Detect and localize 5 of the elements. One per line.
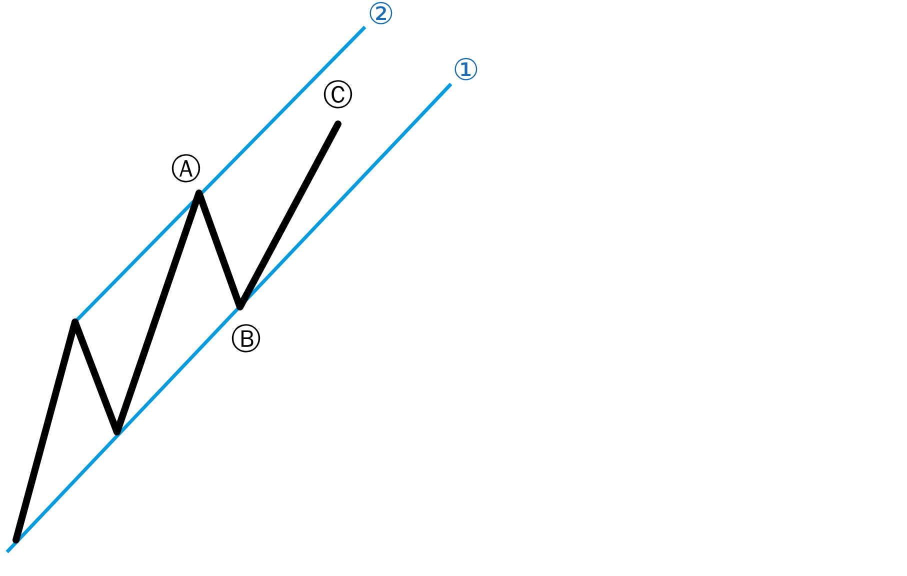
channel-number-label: ②	[368, 0, 394, 30]
wave-point-label: Ⓑ	[231, 325, 261, 355]
wave-point-label: Ⓐ	[171, 155, 201, 185]
channel-number-label: ①	[452, 56, 480, 86]
wave-point-label: Ⓒ	[323, 81, 353, 111]
